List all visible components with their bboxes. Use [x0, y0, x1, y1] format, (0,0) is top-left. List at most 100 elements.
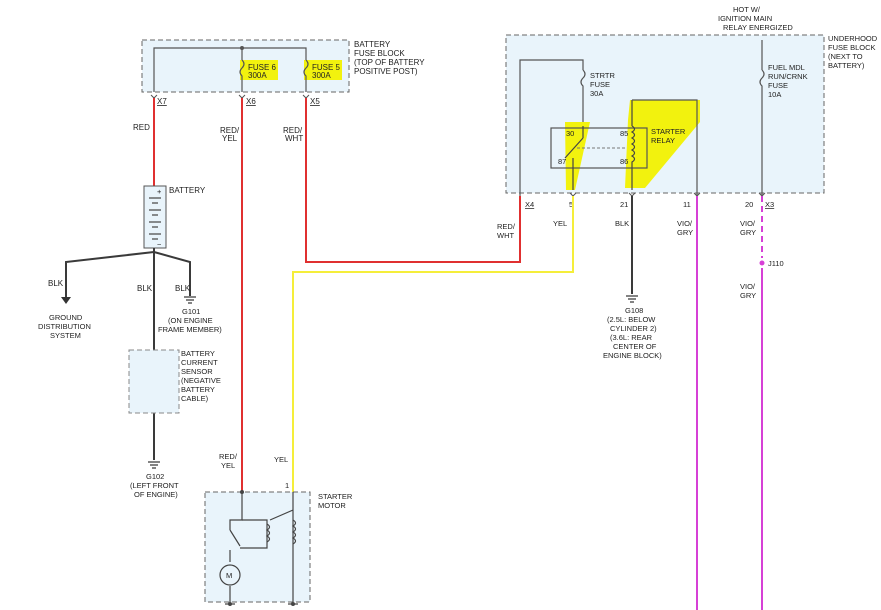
g108-4: (3.6L: REAR	[610, 333, 653, 342]
hot-note-2: IGNITION MAIN	[718, 14, 772, 23]
fuse-5-highlight	[304, 60, 342, 80]
relay-label-1: STARTER	[651, 127, 686, 136]
starter-internal-icon	[229, 492, 297, 602]
battery-fuse-block-label-4: POSITIVE POST)	[354, 67, 418, 76]
wire-label-blk: BLK	[615, 219, 629, 228]
fuel-fuse-1: FUEL MDL	[768, 63, 805, 72]
pin-x7: X7	[157, 97, 167, 106]
underhood-label-4: BATTERY)	[828, 61, 865, 70]
ground-g102-icon	[148, 461, 160, 469]
wire-label-red-wht2-1: RED/	[497, 222, 516, 231]
fuel-fuse-4: 10A	[768, 90, 781, 99]
wire-label-blk-mid: BLK	[137, 284, 153, 293]
g102-3: OF ENGINE)	[134, 490, 178, 499]
pin-x6: X6	[246, 97, 256, 106]
underhood-label-1: UNDERHOOD	[828, 34, 878, 43]
fuel-fuse-icon	[759, 69, 765, 196]
wire-label-red-wht-1: RED/	[283, 126, 303, 135]
j110-label: J110	[768, 259, 784, 268]
battery-fuse-block-label-3: (TOP OF BATTERY	[354, 58, 425, 67]
pin-x5: X5	[310, 97, 320, 106]
arrow-icon	[61, 297, 71, 304]
wire-label-yel: YEL	[553, 219, 567, 228]
relay-label-2: RELAY	[651, 136, 675, 145]
g108-6: ENGINE BLOCK)	[603, 351, 662, 360]
relay-pin-30: 30	[566, 129, 574, 138]
underhood-label-2: FUSE BLOCK	[828, 43, 876, 52]
wire-label-yel-bottom: YEL	[274, 455, 288, 464]
wire-label-red-wht-2: WHT	[285, 134, 303, 143]
wire-label-vio-gry-b-1: VIO/	[740, 219, 756, 228]
starter-motor	[204, 491, 311, 603]
g101-1: G101	[182, 307, 200, 316]
g102-1: G102	[146, 472, 164, 481]
g108-5: CENTER OF	[613, 342, 657, 351]
fuel-fuse-2: RUN/CRNK	[768, 72, 808, 81]
connector-x3: X3	[765, 200, 774, 209]
strtr-fuse-icon	[580, 69, 586, 126]
strtr-fuse-2: FUSE	[590, 80, 610, 89]
wire-label-red-yel-bottom-1: RED/	[219, 452, 238, 461]
wire-label-red-yel-bottom-2: YEL	[221, 461, 235, 470]
sensor-2: CURRENT	[181, 358, 218, 367]
battery-fuse-block-label-1: BATTERY	[354, 40, 391, 49]
sensor-4: (NEGATIVE	[181, 376, 221, 385]
underhood-label-3: (NEXT TO	[828, 52, 863, 61]
battery-minus: −	[157, 240, 162, 249]
wire-label-vio-gry-a-2: GRY	[677, 228, 693, 237]
fuse-6-icon	[239, 59, 245, 92]
wire-label-vio-gry-a-1: VIO/	[677, 219, 693, 228]
fuse-6-highlight	[240, 60, 278, 80]
g108-3: CYLINDER 2)	[610, 324, 657, 333]
g108-1: G108	[625, 306, 643, 315]
sensor-1: BATTERY	[181, 349, 215, 358]
g102-2: (LEFT FRONT	[130, 481, 179, 490]
strtr-fuse-1: STRTR	[590, 71, 615, 80]
wire-label-vio-gry-c-1: VIO/	[740, 282, 756, 291]
wire-blk-right	[153, 251, 191, 296]
relay-switch-icon	[564, 126, 584, 190]
wire-label-vio-gry-c-2: GRY	[740, 291, 756, 300]
pin-5: 5	[569, 200, 573, 209]
g101-2: (ON ENGINE	[168, 316, 213, 325]
battery-current-sensor	[128, 349, 180, 414]
fuse-5-icon	[303, 59, 309, 92]
relay-pin-86: 86	[620, 157, 628, 166]
ground-dist-2: DISTRIBUTION	[38, 322, 91, 331]
fuel-fuse-3: FUSE	[768, 81, 788, 90]
wire-blk-left	[65, 251, 155, 300]
g101-3: FRAME MEMBER)	[158, 325, 222, 334]
fuse-5-rating: 300A	[312, 71, 331, 80]
sensor-6: CABLE)	[181, 394, 209, 403]
wire-yel	[292, 196, 574, 492]
relay-coil-icon	[630, 100, 636, 190]
relay-pin-85: 85	[620, 129, 628, 138]
battery-fuse-block-label-2: FUSE BLOCK	[354, 49, 405, 58]
wire-label-red-wht2-2: WHT	[497, 231, 514, 240]
pin-21: 21	[620, 200, 628, 209]
hot-note-1: HOT W/	[733, 5, 761, 14]
wire-label-vio-gry-b-2: GRY	[740, 228, 756, 237]
wire-label-blk-right: BLK	[175, 284, 191, 293]
starter-relay	[550, 127, 648, 169]
pin-20: 20	[745, 200, 753, 209]
junction-j110	[759, 260, 765, 266]
sensor-5: BATTERY	[181, 385, 215, 394]
g108-2: (2.5L: BELOW	[607, 315, 656, 324]
motor-icon	[219, 564, 241, 586]
battery-plus: +	[157, 187, 162, 196]
hot-note-3: RELAY ENERGIZED	[723, 23, 793, 32]
wire-label-red-yel-2: YEL	[222, 134, 238, 143]
ground-g108-icon	[626, 295, 638, 303]
ground-dist-3: SYSTEM	[50, 331, 81, 340]
ground-dist-1: GROUND	[49, 313, 83, 322]
strtr-fuse-3: 30A	[590, 89, 603, 98]
fuse-6-rating: 300A	[248, 71, 267, 80]
wire-label-red: RED	[133, 123, 150, 132]
starter-pin-1: 1	[285, 481, 289, 490]
highlight-mark-2	[625, 100, 700, 188]
wire-label-red-yel-1: RED/	[220, 126, 240, 135]
relay-pin-87: 87	[558, 157, 566, 166]
pin-11: 11	[683, 200, 691, 209]
